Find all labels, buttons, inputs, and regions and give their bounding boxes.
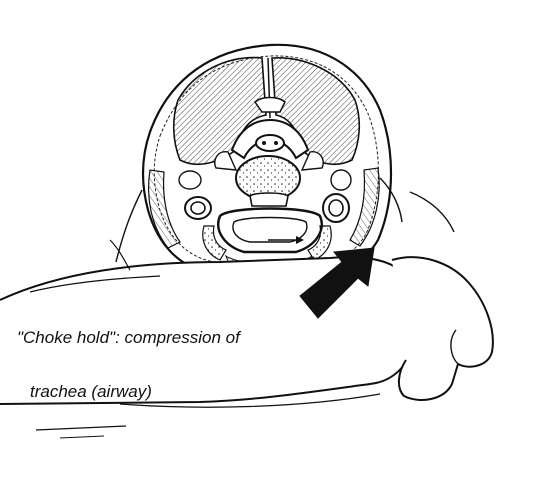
sternocleidomastoid-right xyxy=(349,167,380,247)
sternocleidomastoid-left xyxy=(148,169,181,249)
thumb-line xyxy=(409,191,455,233)
transverse-process-right xyxy=(300,151,324,171)
transverse-process-left xyxy=(214,151,238,171)
elbow-line xyxy=(35,425,127,431)
thyroid-left xyxy=(202,225,227,261)
carotid-left-inner xyxy=(190,201,206,215)
upper-arm-line xyxy=(115,189,143,263)
thyroid-right xyxy=(307,225,332,261)
carotid-right-inner xyxy=(328,199,344,217)
jugular-left xyxy=(178,170,202,190)
esophagus xyxy=(249,192,289,207)
caption-line-2: trachea (airway) xyxy=(30,382,152,401)
neck-cross-section xyxy=(141,43,393,274)
arrow-up-right-icon xyxy=(299,247,375,319)
forearm-crease xyxy=(29,275,161,293)
jugular-right xyxy=(330,169,352,191)
finger-line xyxy=(450,329,459,365)
trachea-lumen xyxy=(232,216,308,243)
arm-shadow-line xyxy=(109,239,131,271)
spinal-cord xyxy=(255,134,285,152)
trachea-compression-arrowhead xyxy=(296,236,304,244)
elbow-line-2 xyxy=(59,435,105,439)
lower-arm-contour xyxy=(119,393,381,408)
spinous-process xyxy=(253,96,286,113)
fist xyxy=(391,256,494,401)
wrist-line xyxy=(379,177,403,223)
caption-line-1: "Choke hold": compression of xyxy=(17,328,240,347)
